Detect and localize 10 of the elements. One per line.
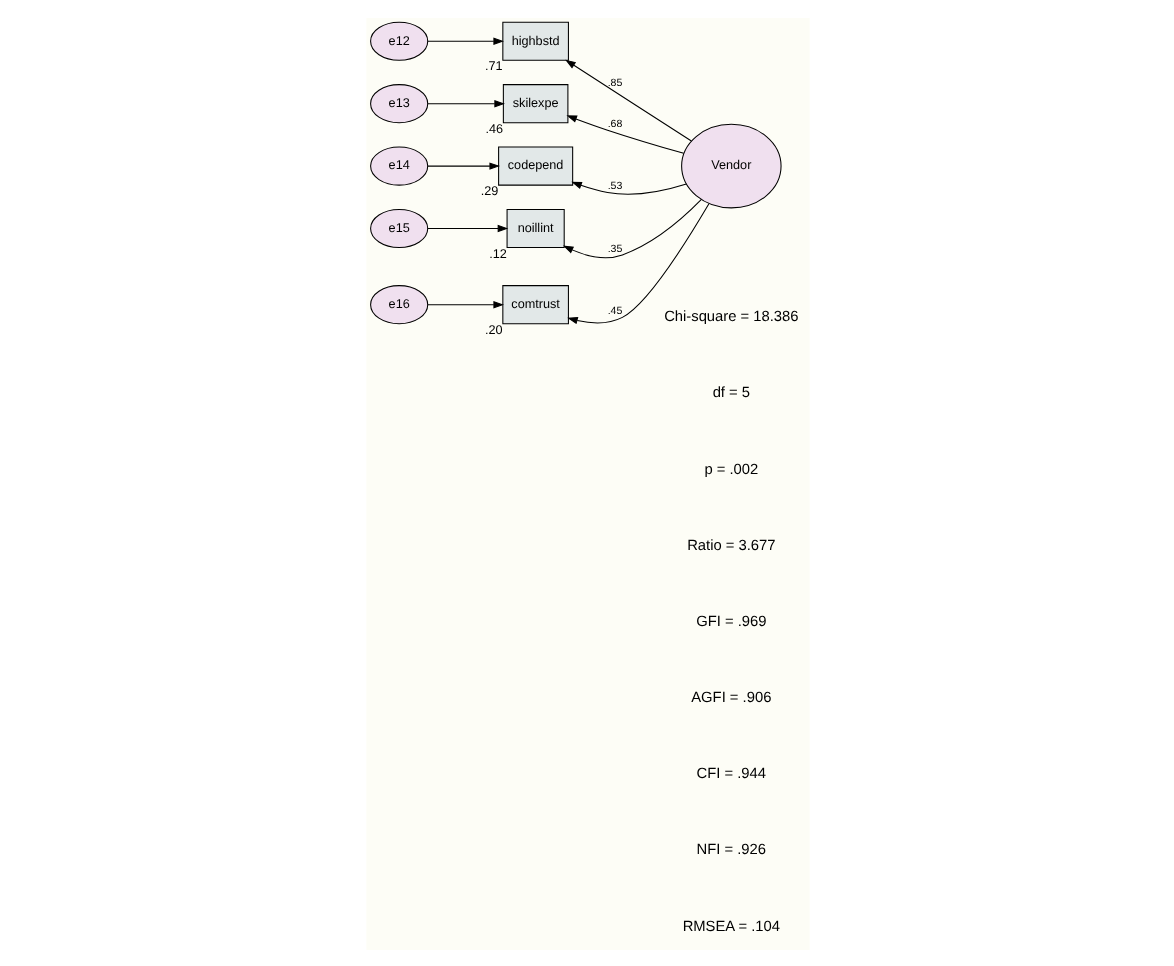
arrow (426, 223, 508, 232)
arrow (570, 180, 686, 194)
arrow (426, 99, 504, 107)
arrow (561, 197, 701, 258)
arrow (565, 114, 684, 153)
arrow (564, 58, 691, 141)
arrow (426, 36, 503, 44)
arrow (566, 202, 709, 324)
arrow (426, 161, 500, 169)
arrow (426, 300, 503, 308)
